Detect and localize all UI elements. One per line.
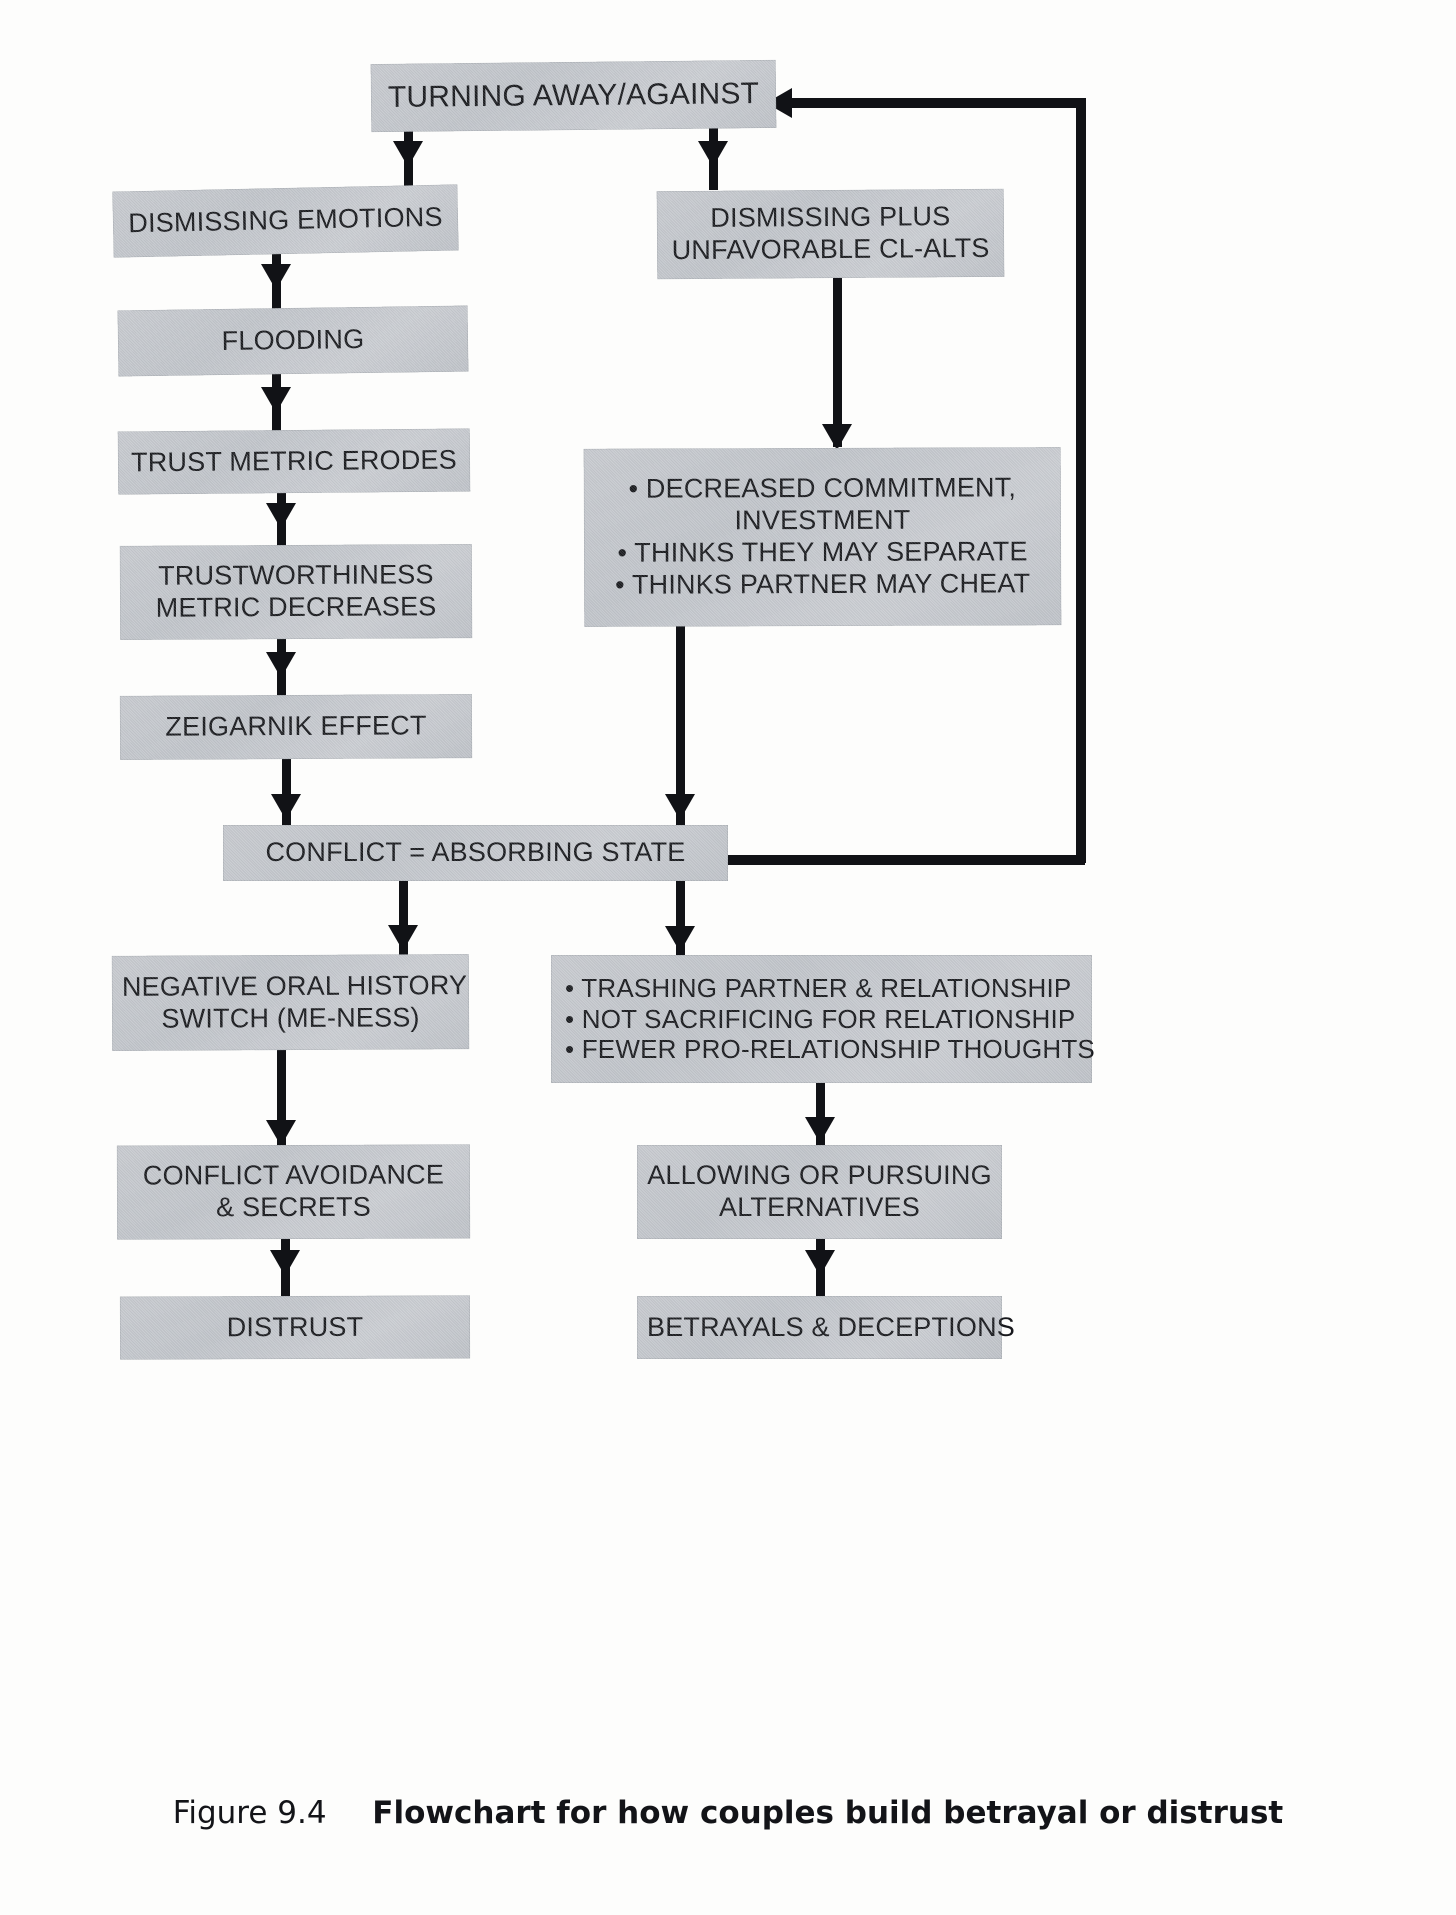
- node-decreased-commitment-line2: INVESTMENT: [734, 504, 911, 536]
- arrowhead-allowing: [805, 1117, 835, 1143]
- node-decreased-commitment-line4: • THINKS PARTNER MAY CHEAT: [614, 568, 1031, 600]
- node-negative-oral-history-line2: SWITCH (ME-NESS): [161, 1001, 420, 1034]
- node-zeigarnik-effect-label: ZEIGARNIK EFFECT: [165, 710, 427, 742]
- node-negative-oral-history-line1: NEGATIVE ORAL HISTORY: [121, 969, 468, 1002]
- figure-caption: Figure 9.4 Flowchart for how couples bui…: [0, 1795, 1456, 1831]
- node-dismissing-emotions[interactable]: DISMISSING EMOTIONS: [112, 184, 459, 258]
- connector-zeigarnik-to-conflict: [282, 758, 291, 828]
- node-zeigarnik-effect[interactable]: ZEIGARNIK EFFECT: [119, 694, 473, 760]
- arrowhead-negativeoral: [388, 925, 418, 951]
- node-trust-metric-erodes[interactable]: TRUST METRIC ERODES: [117, 428, 471, 495]
- node-trust-metric-erodes-label: TRUST METRIC ERODES: [130, 444, 458, 477]
- node-allowing-line2: ALTERNATIVES: [719, 1192, 920, 1222]
- node-distrust-label: DISTRUST: [226, 1311, 364, 1342]
- node-trashing-partner-line3: • FEWER PRO-RELATIONSHIP THOUGHTS: [565, 1034, 1095, 1065]
- node-betrayals-deceptions-label: BETRAYALS & DECEPTIONS: [647, 1311, 1015, 1342]
- connector-conflict-to-trashing: [676, 878, 685, 958]
- arrowhead-conflict-right: [665, 794, 695, 820]
- arrowhead-distrust: [270, 1250, 300, 1276]
- node-dismissing-plus[interactable]: DISMISSING PLUS UNFAVORABLE CL-ALTS: [656, 188, 1005, 280]
- node-dismissing-plus-line1: DISMISSING PLUS: [710, 201, 951, 233]
- node-conflict-avoidance-line1: CONFLICT AVOIDANCE: [142, 1159, 445, 1191]
- arrowhead-dismissingplus: [698, 141, 728, 167]
- connector-decreasedcommit-to-conflict: [676, 625, 685, 830]
- arrowhead-conflictavoidance: [266, 1120, 296, 1146]
- node-conflict-absorbing-state[interactable]: CONFLICT = ABSORBING STATE: [223, 825, 728, 881]
- connector-conflict-to-negativeoral: [399, 878, 408, 956]
- node-trustworthiness-metric[interactable]: TRUSTWORTHINESS METRIC DECREASES: [119, 544, 473, 640]
- node-trustworthiness-line1: TRUSTWORTHINESS: [158, 559, 434, 591]
- node-trashing-partner[interactable]: • TRASHING PARTNER & RELATIONSHIP • NOT …: [551, 955, 1095, 1083]
- node-conflict-absorbing-state-label: CONFLICT = ABSORBING STATE: [265, 837, 686, 868]
- node-betrayals-deceptions[interactable]: BETRAYALS & DECEPTIONS: [637, 1296, 1015, 1359]
- node-distrust[interactable]: DISTRUST: [119, 1295, 471, 1360]
- node-allowing-pursuing-alternatives[interactable]: ALLOWING OR PURSUING ALTERNATIVES: [637, 1145, 1002, 1239]
- node-turning-away-label: TURNING AWAY/AGAINST: [387, 77, 760, 115]
- feedback-loop-bottom-segment: [720, 855, 1085, 865]
- node-trashing-partner-line1: • TRASHING PARTNER & RELATIONSHIP: [565, 972, 1072, 1003]
- node-decreased-commitment-line1: • DECREASED COMMITMENT,: [628, 472, 1017, 504]
- arrowhead-betrayals: [805, 1250, 835, 1276]
- arrowhead-trustworthiness: [266, 503, 296, 529]
- figure-number: Figure 9.4: [172, 1795, 327, 1831]
- node-flooding-label: FLOODING: [221, 324, 365, 357]
- node-negative-oral-history[interactable]: NEGATIVE ORAL HISTORY SWITCH (ME-NESS): [111, 954, 470, 1051]
- feedback-loop-right-segment: [1076, 130, 1086, 863]
- arrowhead-conflict-left: [271, 794, 301, 820]
- feedback-loop-top-segment: [790, 98, 1086, 108]
- figure-caption-text: Flowchart for how couples build betrayal…: [372, 1795, 1284, 1831]
- node-conflict-avoidance-line2: & SECRETS: [216, 1191, 372, 1223]
- arrowhead-trustmetric: [261, 387, 291, 413]
- arrowhead-trashing: [665, 926, 695, 952]
- connector-negativeoral-to-conflictavoidance: [277, 1049, 286, 1154]
- node-turning-away[interactable]: TURNING AWAY/AGAINST: [370, 59, 777, 133]
- arrowhead-zeigarnik: [266, 652, 296, 678]
- node-decreased-commitment[interactable]: • DECREASED COMMITMENT, INVESTMENT • THI…: [583, 447, 1062, 627]
- node-decreased-commitment-line3: • THINKS THEY MAY SEPARATE: [617, 536, 1028, 568]
- node-allowing-line1: ALLOWING OR PURSUING: [647, 1160, 992, 1191]
- arrowhead-flooding: [261, 264, 291, 290]
- node-trustworthiness-line2: METRIC DECREASES: [155, 591, 437, 623]
- connector-dismissingplus-to-decreasedcommit: [833, 277, 842, 447]
- feedback-loop-elbow: [1076, 98, 1086, 138]
- arrowhead-dismissingemotions: [393, 141, 423, 167]
- node-conflict-avoidance[interactable]: CONFLICT AVOIDANCE & SECRETS: [116, 1144, 471, 1240]
- node-dismissing-emotions-label: DISMISSING EMOTIONS: [128, 201, 443, 239]
- node-trashing-partner-line2: • NOT SACRIFICING FOR RELATIONSHIP: [565, 1003, 1076, 1034]
- arrowhead-decreasedcommit: [822, 424, 852, 450]
- node-flooding[interactable]: FLOODING: [117, 305, 469, 377]
- node-dismissing-plus-line2: UNFAVORABLE CL-ALTS: [671, 232, 990, 266]
